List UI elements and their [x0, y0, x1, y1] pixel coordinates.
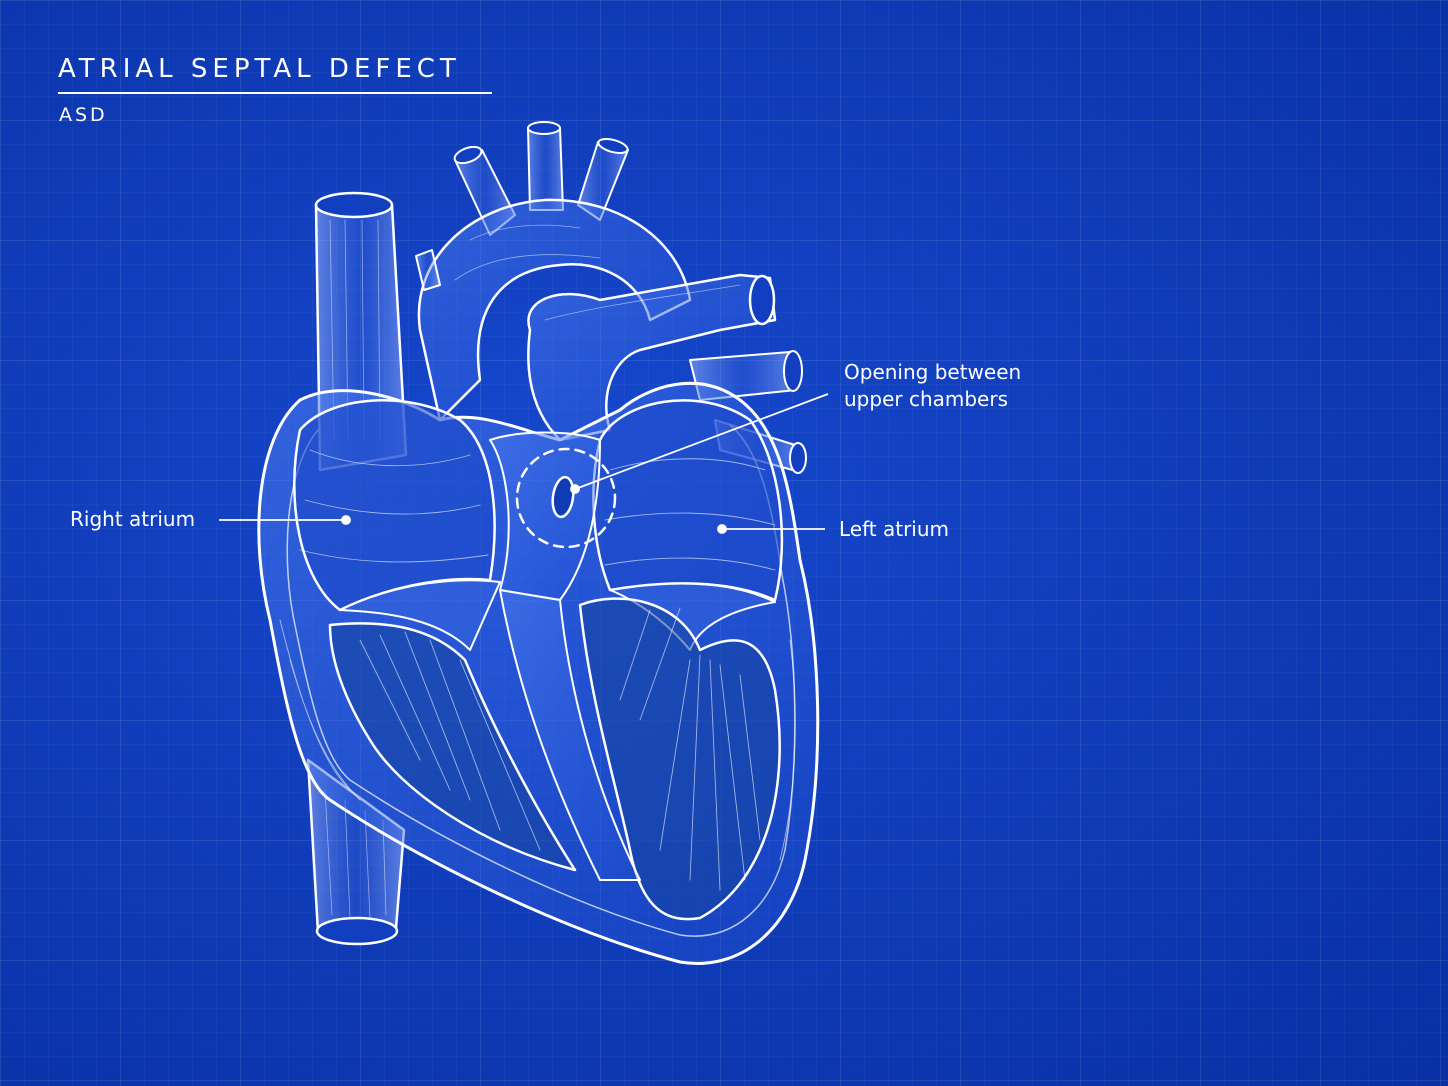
chordae-tendineae: [279, 449, 796, 891]
label-right-atrium: Right atrium: [70, 507, 196, 531]
right-ventricle-chamber: [328, 622, 577, 872]
heart-inner-wall: [286, 424, 796, 937]
diagram-title: ATRIAL SEPTAL DEFECT: [58, 54, 461, 84]
label-septal-opening: Opening between upper chambers: [844, 359, 1021, 413]
atrial-septum: [489, 431, 601, 601]
label-septal-opening-line2: upper chambers: [844, 387, 1009, 411]
tricuspid-valve: [339, 579, 501, 651]
title-underline: [58, 92, 492, 94]
ventricular-septum: [499, 589, 641, 881]
left-ventricle-chamber: [578, 597, 781, 921]
label-left-atrium: Left atrium: [839, 517, 950, 541]
label-septal-opening-line1: Opening between: [844, 360, 1022, 384]
septal-defect-hole: [551, 475, 575, 519]
right-atrium-chamber: [293, 399, 496, 612]
diagram-subtitle: ASD: [59, 104, 108, 126]
left-atrium-chamber: [592, 399, 784, 602]
defect-highlight-circle: [515, 447, 617, 549]
